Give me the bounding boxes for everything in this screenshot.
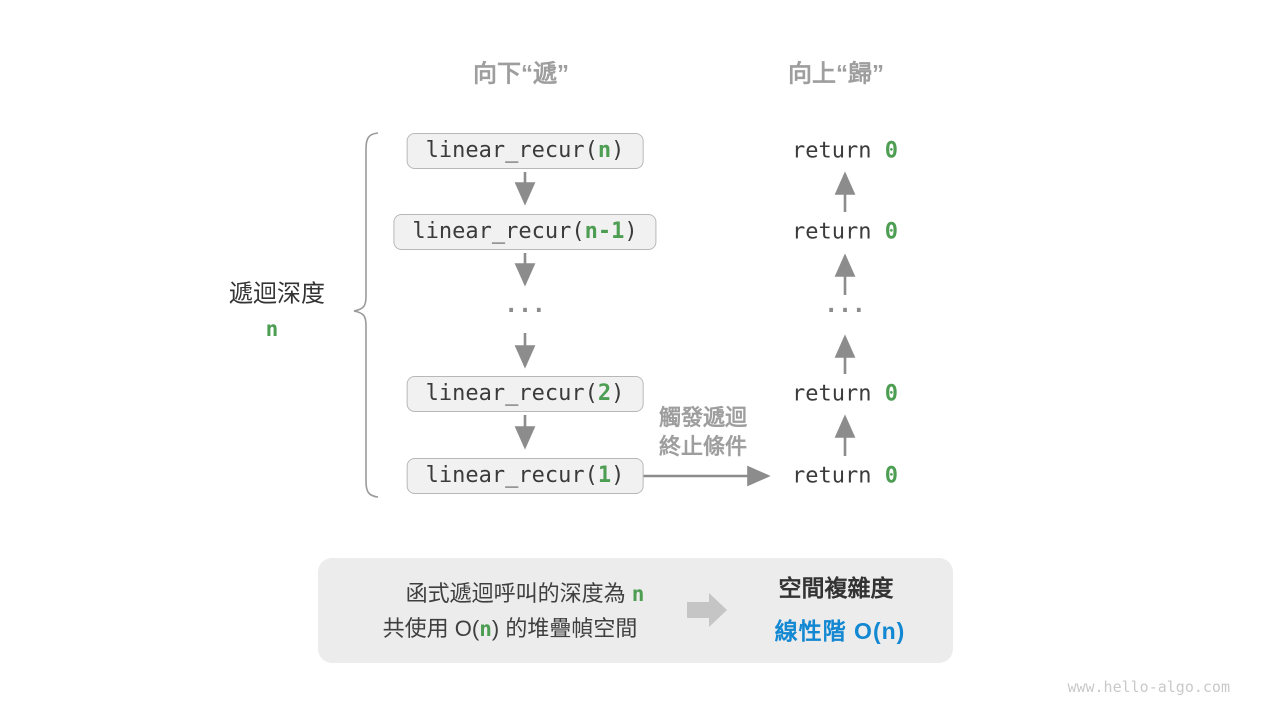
depth-label: 遞迴深度 [229,280,325,308]
summary-depth-line: 函式遞迴呼叫的深度為 n [406,576,645,608]
call-text: ) [611,463,625,488]
summary-space-text2: ) 的堆疊幀空間 [491,616,638,641]
implies-arrow-icon [687,593,727,627]
summary-space-line: 共使用 O(n) 的堆疊幀空間 [383,611,638,643]
ellipsis-left: ... [504,292,546,318]
call-arg: 2 [597,381,612,406]
return-value: 0 [884,381,898,407]
return-label: return 0 [792,382,898,407]
summary-depth-value: n [631,582,645,606]
termination-note-line2: 終止條件 [658,434,748,459]
site-watermark: www.hello-algo.com [1067,678,1230,696]
summary-depth-text: 函式遞迴呼叫的深度為 [405,581,632,606]
space-complexity-result: 線性階 O(n) [774,618,906,644]
phase-label-ascend: 向上“歸” [788,60,884,88]
call-text: ) [611,138,625,163]
summary-panel: 函式遞迴呼叫的深度為 n 共使用 O(n) 的堆疊幀空間 空間複雜度 線性階 O… [318,558,953,663]
return-text: return [792,463,885,489]
call-text: linear_recur( [412,219,585,244]
return-label: return 0 [792,139,898,164]
return-label: return 0 [792,220,898,245]
return-text: return [792,138,885,164]
depth-value: n [265,317,279,341]
return-text: return [792,219,885,245]
return-value: 0 [884,219,898,245]
call-box-2: linear_recur(2) [406,376,644,412]
return-label: return 0 [792,464,898,489]
space-complexity-title: 空間複雜度 [778,575,894,601]
call-box-n-1: linear_recur(n-1) [393,214,657,250]
call-text: linear_recur( [425,381,598,406]
termination-note: 觸發遞迴 終止條件 [659,403,747,461]
return-text: return [792,381,885,407]
call-text: ) [624,219,638,244]
call-text: linear_recur( [425,138,598,163]
phase-label-descend: 向下“遞” [473,60,569,88]
call-box-n: linear_recur(n) [406,133,644,169]
call-arg: n [597,138,612,163]
call-arg: n-1 [584,219,625,244]
return-value: 0 [884,138,898,164]
ellipsis-right: ... [824,292,866,318]
termination-note-line1: 觸發遞迴 [658,405,748,430]
call-box-1: linear_recur(1) [406,458,644,494]
curly-brace-icon [353,132,379,498]
summary-space-value: n [479,617,492,641]
return-value: 0 [884,463,898,489]
call-text: linear_recur( [425,463,598,488]
call-arg: 1 [597,463,612,488]
call-text: ) [611,381,625,406]
summary-space-text: 共使用 O( [382,616,480,641]
